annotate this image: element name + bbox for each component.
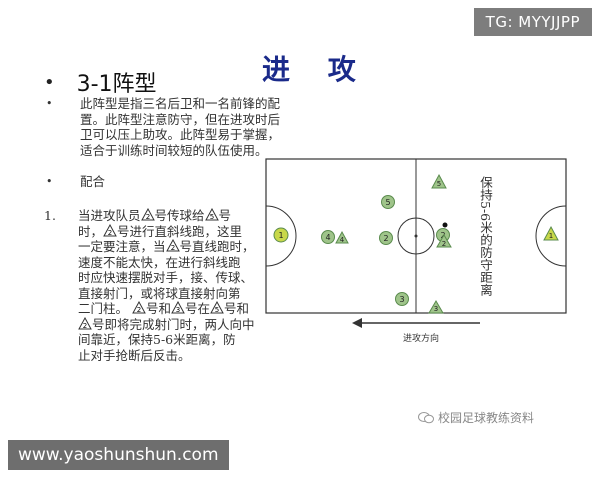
player-triangle-4 [335, 230, 349, 244]
item-number: 1. [44, 208, 56, 223]
player-circle-2-back [379, 231, 393, 245]
coordination-bullet: • 配合 [44, 174, 280, 190]
ball [442, 222, 448, 228]
svg-text:2: 2 [440, 231, 445, 240]
heading-row: • 3-1阵型 [44, 66, 157, 98]
bullet: • [46, 97, 53, 110]
football-pitch-diagram: 1 4 4 2 5 2 3 5 3 1 [265, 158, 567, 314]
svg-text:3: 3 [176, 306, 180, 314]
triangle-marker: 2 [78, 316, 92, 330]
triangle-marker: 2 [140, 208, 155, 221]
svg-text:2: 2 [145, 213, 149, 221]
player-triangle-5 [431, 173, 447, 189]
triangle-marker: 5 [210, 301, 224, 314]
description-bullet: • 此阵型是指三名后卫和一名前锋的配置。此阵型注意防守，但在进攻时后卫可以压上助… [44, 96, 280, 158]
svg-text:2: 2 [442, 240, 446, 248]
svg-text:5: 5 [385, 198, 390, 207]
svg-text:1: 1 [278, 231, 283, 240]
source-url: www.yaoshunshun.com [8, 440, 229, 470]
svg-text:2: 2 [137, 306, 141, 314]
attack-direction-label: 进攻方向 [403, 334, 440, 344]
svg-text:3: 3 [434, 305, 438, 313]
goalkeeper-circle-1 [273, 227, 289, 243]
player-triangle-3 [428, 300, 444, 314]
svg-text:1: 1 [549, 232, 553, 240]
svg-text:3: 3 [399, 295, 404, 304]
svg-text:5: 5 [215, 306, 219, 314]
defense-distance-note: 保持5-6米的防守距离 [478, 176, 493, 297]
triangle-marker: 2 [103, 223, 117, 237]
description-text: 此阵型是指三名后卫和一名前锋的配置。此阵型注意防守，但在进攻时后卫可以压上助攻。… [80, 96, 281, 158]
player-triangle-2: 2 [436, 234, 452, 248]
svg-text:2: 2 [83, 322, 87, 330]
triangle-marker: 2 [165, 239, 180, 252]
slide-title: 进 攻 [262, 53, 370, 86]
svg-text:5: 5 [437, 180, 441, 188]
svg-text:2: 2 [170, 244, 174, 252]
left-penalty-arc [265, 205, 297, 267]
bullet: • [46, 175, 53, 188]
player-circle-3 [395, 292, 409, 306]
svg-text:4: 4 [325, 233, 330, 242]
attack-direction-arrow [352, 318, 480, 328]
wechat-icon [418, 412, 434, 424]
bullet: • [44, 71, 55, 93]
tg-tag: TG: MYYJJPP [473, 8, 592, 36]
svg-text:5: 5 [209, 213, 213, 221]
center-circle [397, 217, 435, 255]
player-circle-5 [381, 195, 395, 209]
watermark-text: 校园足球教练资料 [438, 411, 535, 425]
coordination-label: 配合 [80, 174, 106, 189]
right-penalty-arc [535, 205, 567, 267]
player-circle-4 [321, 230, 335, 244]
svg-text:2: 2 [108, 229, 112, 237]
triangle-marker: 3 [171, 301, 185, 314]
center-spot [414, 234, 418, 238]
svg-text:4: 4 [340, 236, 345, 244]
triangle-marker: 5 [204, 208, 219, 221]
watermark: 校园足球教练资料 [418, 409, 534, 426]
formation-heading: 3-1阵型 [76, 72, 157, 97]
svg-text:2: 2 [383, 234, 388, 243]
goalkeeper-triangle-1 [543, 225, 559, 241]
triangle-marker: 2 [132, 301, 146, 314]
